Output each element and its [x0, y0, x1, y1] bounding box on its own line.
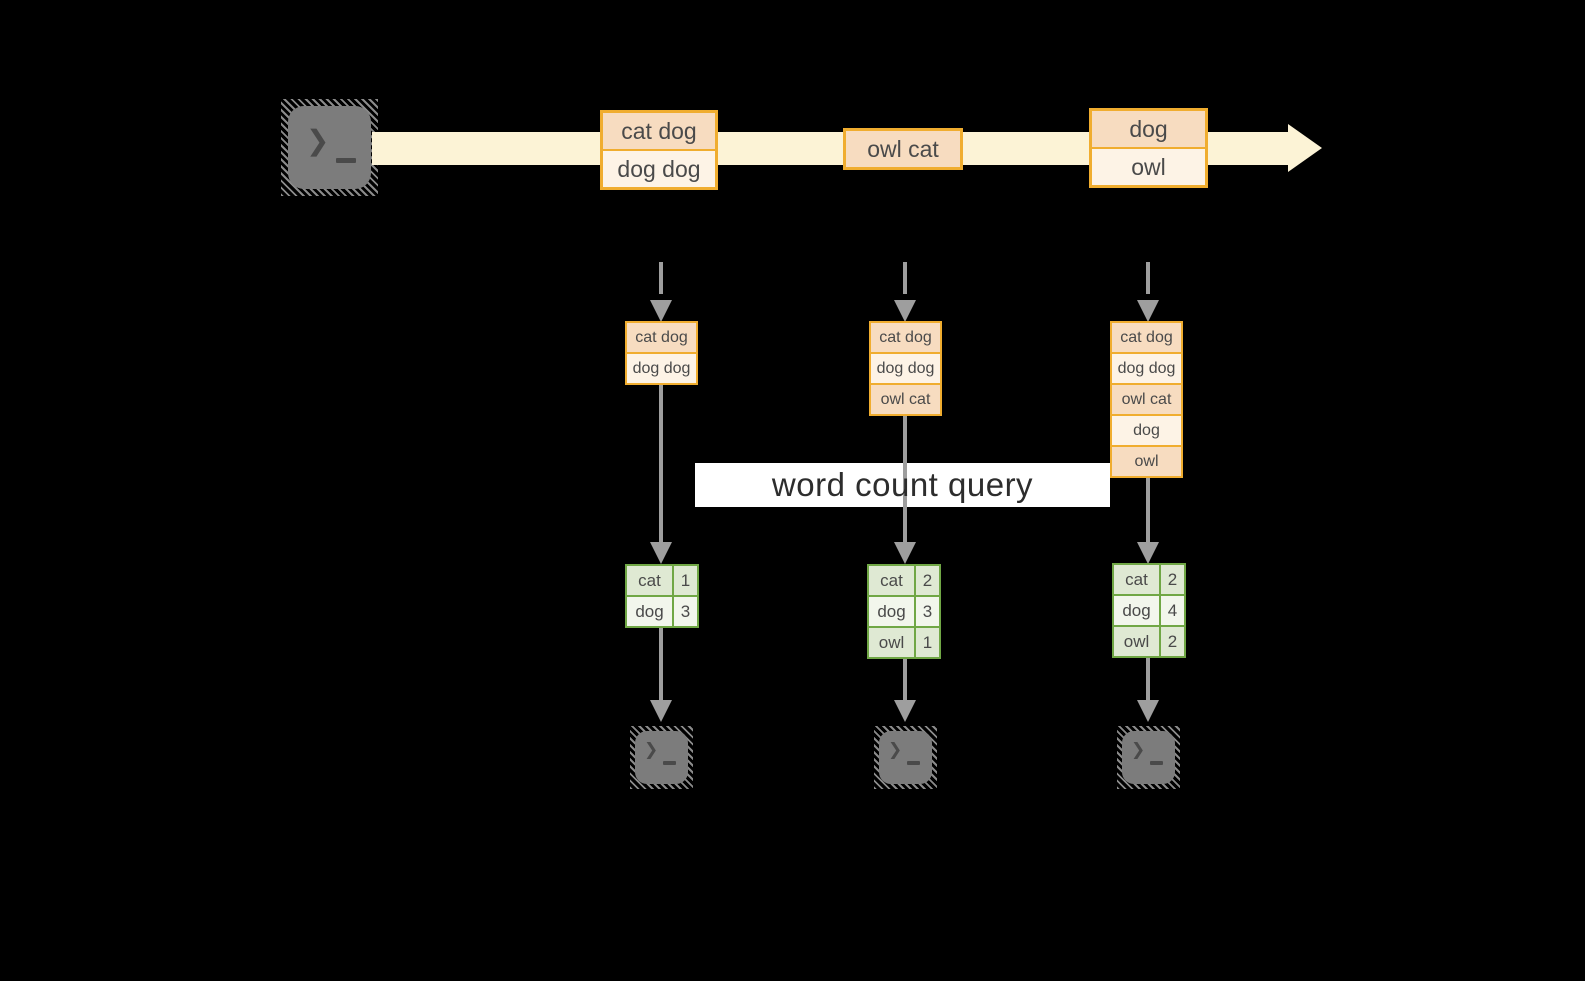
result-arrow-head	[1137, 700, 1159, 722]
stream-record-box-3: dog owl	[1089, 108, 1208, 188]
result-arrow-head	[650, 700, 672, 722]
query-arrow-line	[659, 385, 663, 542]
stack-record: dog dog	[627, 352, 696, 383]
result-arrow-line	[903, 659, 907, 700]
stream-record: dog dog	[603, 149, 715, 187]
count-table-2: cat 2 dog 3 owl 1	[867, 564, 941, 659]
count-cell: 1	[922, 633, 933, 652]
source-terminal-icon: ❯	[281, 99, 378, 196]
word-cell: cat	[869, 566, 916, 595]
table-row: owl 1	[869, 626, 939, 657]
word-cell: dog	[627, 597, 674, 626]
count-cell: 2	[1167, 632, 1178, 651]
word-cell: cat	[1114, 565, 1161, 594]
query-arrow-head	[1137, 542, 1159, 564]
query-arrow-line	[1146, 478, 1150, 542]
result-arrow-line	[1146, 658, 1150, 700]
word-cell: owl	[869, 628, 916, 657]
count-cell: 4	[1167, 601, 1178, 620]
table-row: cat 2	[869, 566, 939, 595]
ingest-arrow-head	[894, 300, 916, 322]
stream-record-box-2: owl cat	[843, 128, 963, 170]
ingest-arrow-head	[1137, 300, 1159, 322]
query-band	[695, 463, 1110, 507]
record-stack-2: cat dog dog dog owl cat	[869, 321, 942, 416]
stack-record: owl cat	[1112, 383, 1181, 414]
query-arrow-line	[903, 416, 907, 542]
count-cell: 2	[1167, 570, 1178, 589]
result-terminal-icon-1: ❯	[630, 726, 693, 789]
result-arrow-line	[659, 628, 663, 700]
stack-record: cat dog	[1112, 323, 1181, 352]
count-cell: 2	[922, 571, 933, 590]
ingest-arrow-dash	[659, 262, 663, 294]
table-row: cat 2	[1114, 565, 1184, 594]
count-cell: 3	[922, 602, 933, 621]
stack-record: cat dog	[627, 323, 696, 352]
stream-arrow-head	[1288, 124, 1322, 172]
table-row: dog 4	[1114, 594, 1184, 625]
record-stack-1: cat dog dog dog	[625, 321, 698, 385]
word-cell: owl	[1114, 627, 1161, 656]
stack-record: dog dog	[871, 352, 940, 383]
ingest-arrow-dash	[903, 262, 907, 294]
count-cell: 3	[680, 602, 691, 621]
table-row: cat 1	[627, 566, 697, 595]
stream-record: owl	[1092, 147, 1205, 185]
terminal-prompt-icon: ❯	[644, 740, 659, 759]
table-row: dog 3	[869, 595, 939, 626]
count-table-1: cat 1 dog 3	[625, 564, 699, 628]
query-arrow-head	[894, 542, 916, 564]
word-cell: dog	[1114, 596, 1161, 625]
terminal-cursor-icon	[663, 761, 676, 765]
count-table-3: cat 2 dog 4 owl 2	[1112, 563, 1186, 658]
word-cell: dog	[869, 597, 916, 626]
stack-record: dog dog	[1112, 352, 1181, 383]
ingest-arrow-dash	[1146, 262, 1150, 294]
count-cell: 1	[680, 571, 691, 590]
result-arrow-head	[894, 700, 916, 722]
record-stack-3: cat dog dog dog owl cat dog owl	[1110, 321, 1183, 478]
terminal-cursor-icon	[1150, 761, 1163, 765]
terminal-cursor-icon	[907, 761, 920, 765]
query-arrow-head	[650, 542, 672, 564]
result-terminal-icon-3: ❯	[1117, 726, 1180, 789]
result-terminal-icon-2: ❯	[874, 726, 937, 789]
terminal-prompt-icon: ❯	[306, 125, 330, 156]
table-row: dog 3	[627, 595, 697, 626]
terminal-prompt-icon: ❯	[888, 740, 903, 759]
stream-record: owl cat	[846, 131, 960, 167]
stream-record: dog	[1092, 111, 1205, 147]
stack-record: cat dog	[871, 323, 940, 352]
stream-record: cat dog	[603, 113, 715, 149]
stream-record-box-1: cat dog dog dog	[600, 110, 718, 190]
terminal-prompt-icon: ❯	[1131, 740, 1146, 759]
query-label: word count query	[771, 466, 1034, 503]
terminal-cursor-icon	[336, 158, 356, 163]
stack-record: owl cat	[871, 383, 940, 414]
stack-record: owl	[1112, 445, 1181, 476]
table-row: owl 2	[1114, 625, 1184, 656]
ingest-arrow-head	[650, 300, 672, 322]
stack-record: dog	[1112, 414, 1181, 445]
word-cell: cat	[627, 566, 674, 595]
